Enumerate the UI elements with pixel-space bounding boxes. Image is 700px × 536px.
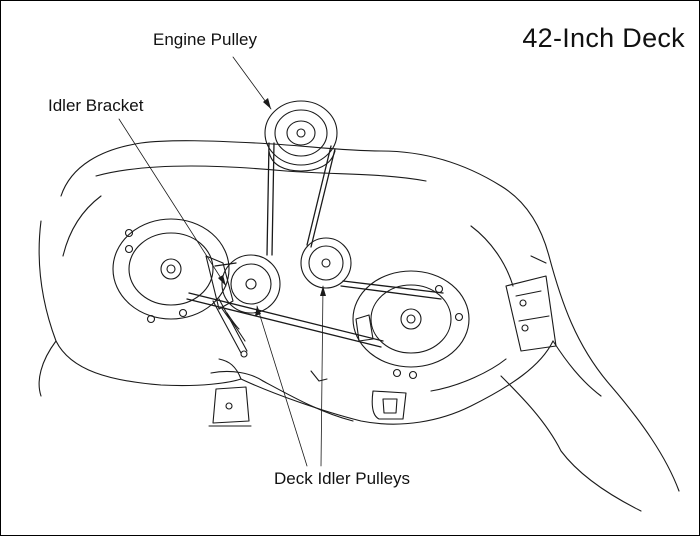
deck-skirt [210,358,507,422]
spindle-left [112,218,230,324]
gauge-wheel-bracket [310,314,374,382]
right-bracket [505,255,557,352]
arrowheads [218,98,326,316]
idler-bracket [205,255,248,358]
deck-belt [186,142,444,348]
engine-pulley-label: Engine Pulley [153,30,257,49]
lower-bracket-right [371,390,407,420]
leader-lines [118,56,324,467]
deck-idler-pulley-left [221,254,281,314]
spindle-right [352,270,470,380]
idler-bracket-label: Idler Bracket [48,96,144,115]
lower-bracket-left [208,386,252,427]
deck-idler-pulleys-label: Deck Idler Pulleys [274,469,411,488]
engine-pulley [264,100,338,172]
deck-idler-pulley-right [300,237,352,289]
diagram-title: 42-Inch Deck [522,23,685,53]
deck-housing [38,140,680,512]
